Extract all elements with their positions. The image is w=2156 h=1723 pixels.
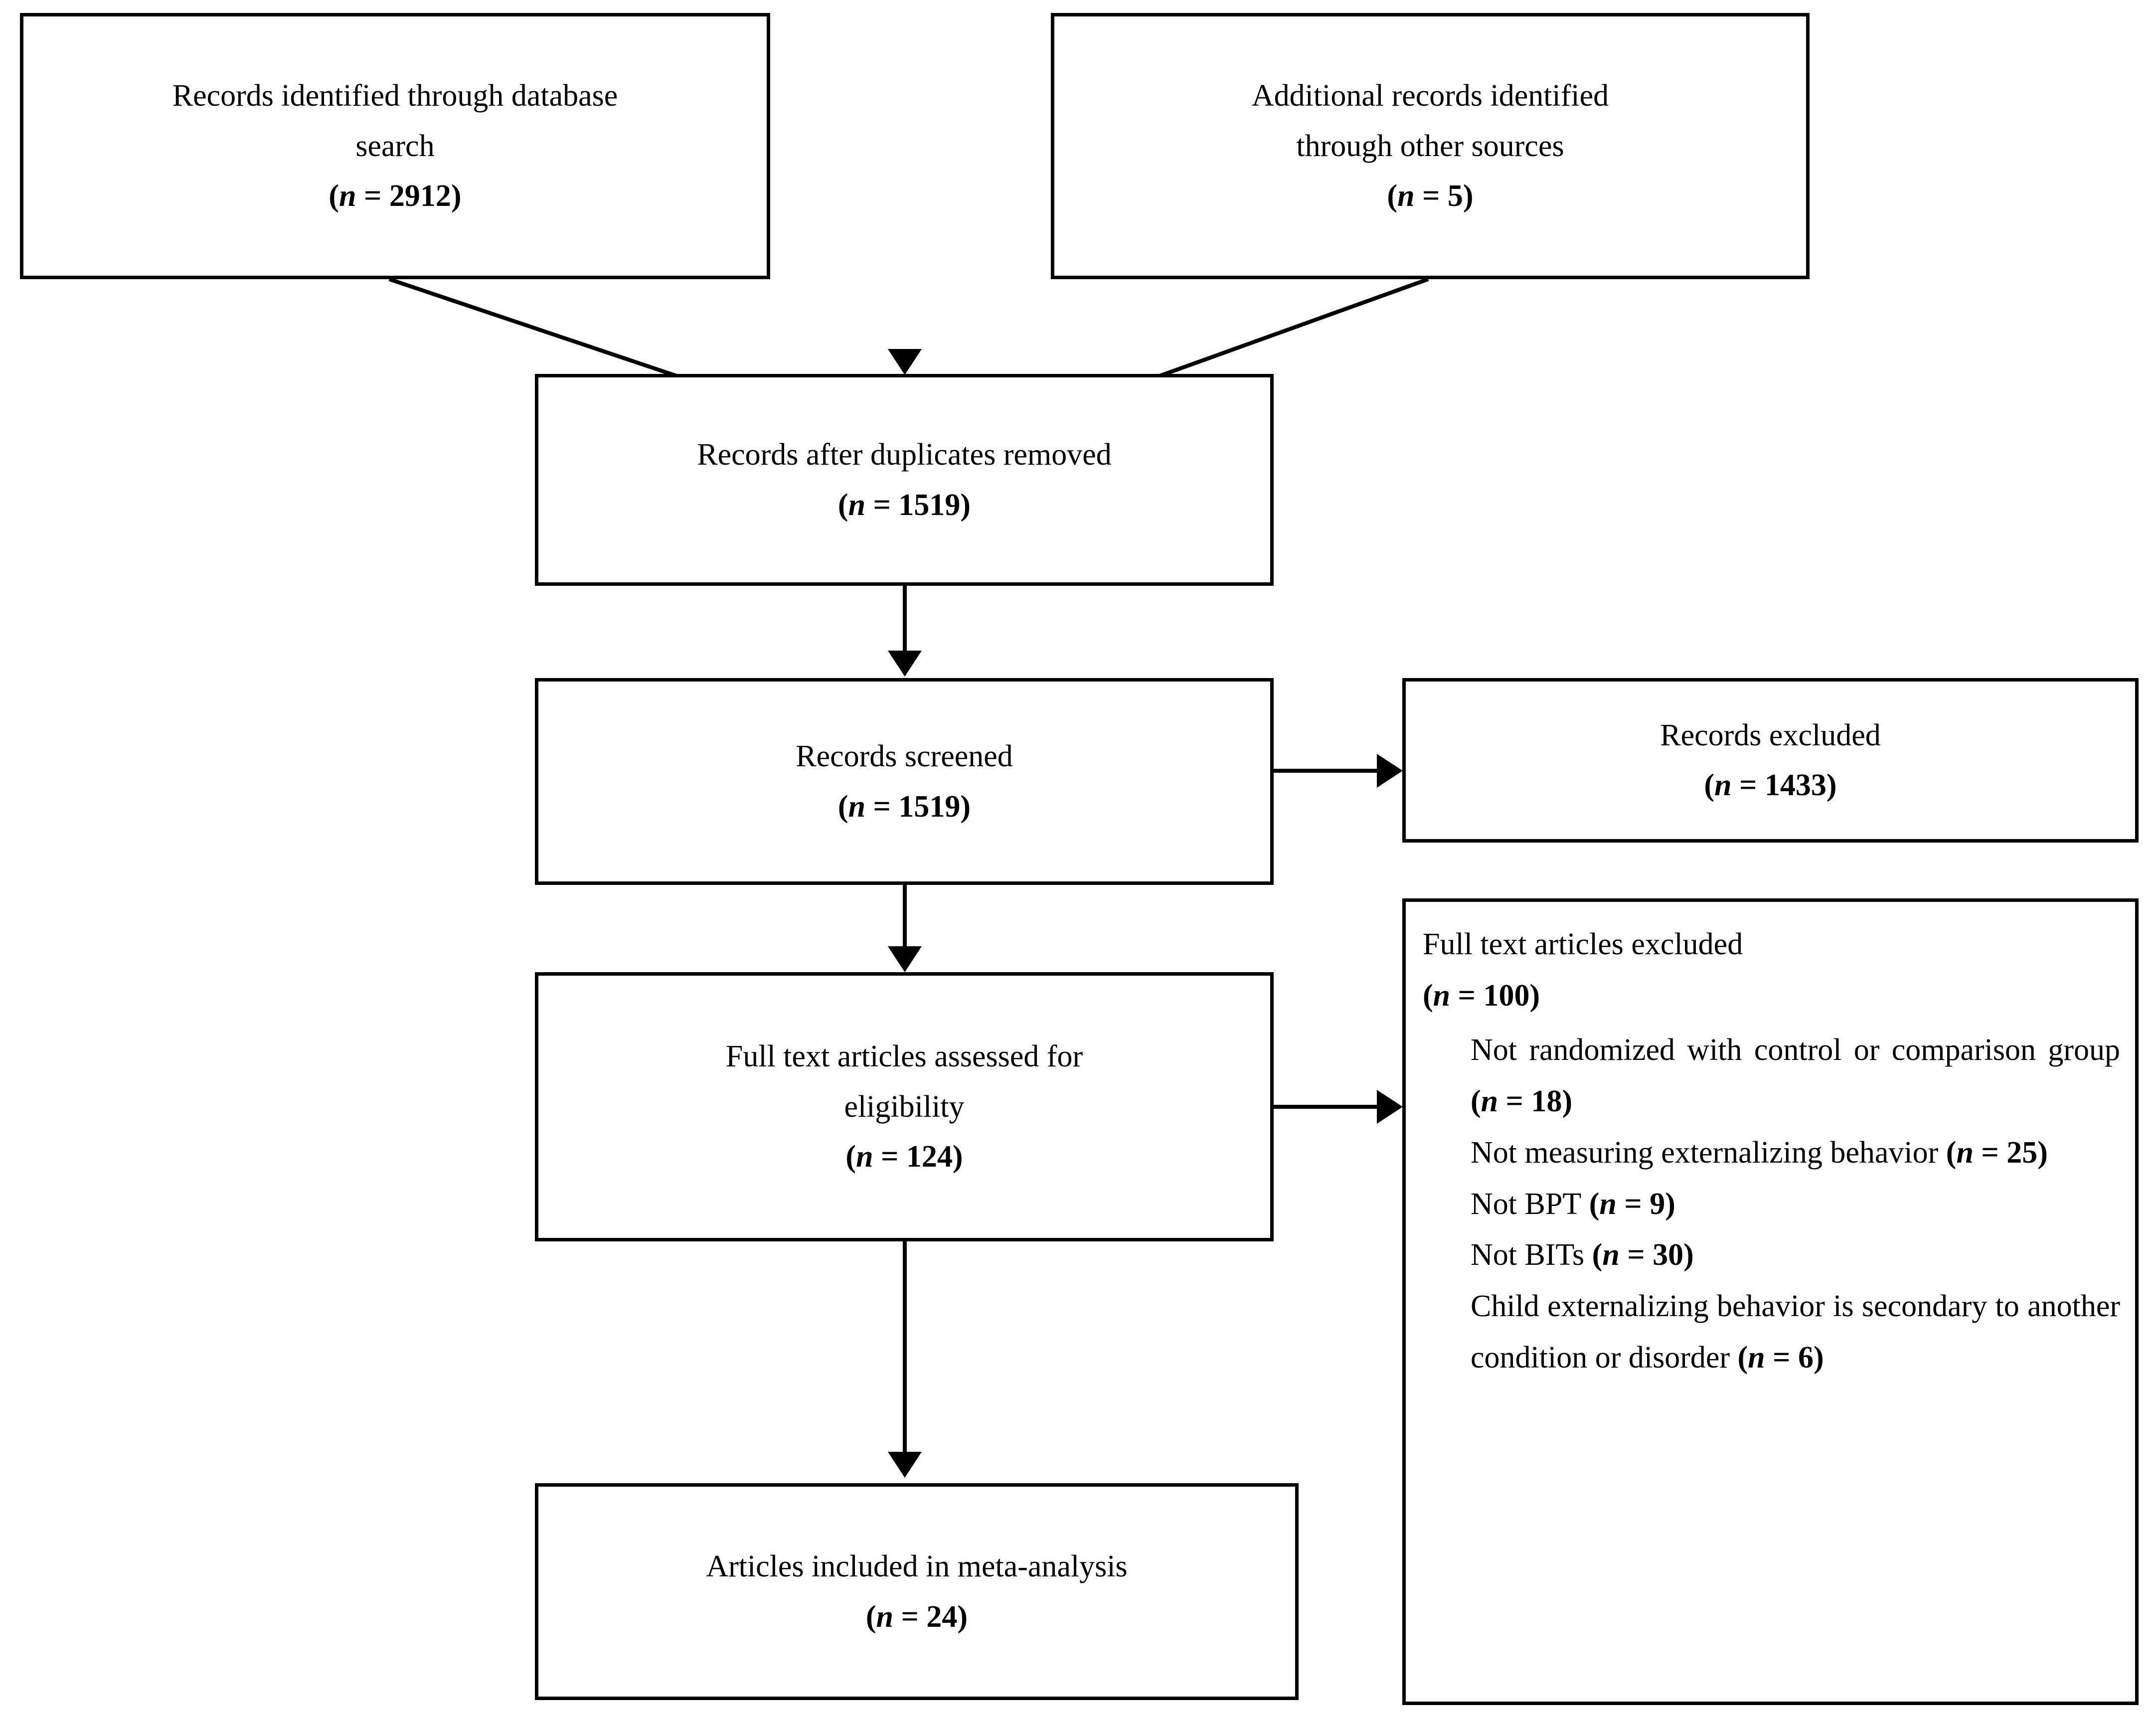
fulltext-assessed-line2: eligibility [844, 1089, 965, 1124]
arrowhead-into-fulltext-assessed [888, 946, 922, 972]
node-fulltext-articles-assessed: Full text articles assessed for eligibil… [535, 972, 1274, 1241]
arrowhead-into-included [888, 1452, 922, 1478]
connector-duplicates-to-screened [903, 586, 907, 653]
database-search-line2: search [355, 129, 435, 163]
list-item: Not BPT (n = 9) [1471, 1187, 1675, 1221]
connector-screened-to-excluded [1274, 769, 1378, 773]
records-screened-count: (n = 1519) [837, 789, 971, 824]
list-item: Child externalizing behavior is secondar… [1471, 1289, 2120, 1375]
node-articles-included-meta-analysis: Articles included in meta-analysis (n = … [535, 1483, 1299, 1700]
fulltext-excluded-count: (n = 100) [1423, 978, 1540, 1013]
arrowhead-into-duplicates [888, 349, 922, 375]
list-item: Not measuring externalizing behavior (n … [1471, 1135, 2048, 1170]
other-sources-line2: through other sources [1296, 129, 1564, 163]
list-item: Not randomized with control or compariso… [1471, 1033, 2120, 1118]
records-screened-line1: Records screened [796, 739, 1013, 774]
duplicates-removed-line1: Records after duplicates removed [697, 438, 1112, 472]
database-search-count: (n = 2912) [329, 179, 462, 213]
connector-fulltext-to-fulltext-excluded [1274, 1105, 1378, 1109]
records-excluded-line1: Records excluded [1660, 718, 1881, 752]
fulltext-excluded-reason-list: Not randomized with control or compariso… [1423, 1025, 2120, 1383]
included-meta-analysis-count: (n = 24) [865, 1599, 968, 1634]
connector-screened-to-fulltext [903, 885, 907, 950]
node-records-screened: Records screened (n = 1519) [535, 678, 1274, 885]
node-records-excluded: Records excluded (n = 1433) [1402, 678, 2139, 843]
fulltext-assessed-line1: Full text articles assessed for [725, 1039, 1083, 1074]
node-records-after-duplicates-removed: Records after duplicates removed (n = 15… [535, 374, 1274, 586]
records-excluded-count: (n = 1433) [1704, 768, 1837, 802]
arrowhead-into-fulltext-excluded [1377, 1090, 1403, 1124]
other-sources-line1: Additional records identified [1251, 79, 1609, 113]
list-item: Not BITs (n = 30) [1471, 1238, 1694, 1272]
node-fulltext-articles-excluded: Full text articles excluded (n = 100) No… [1402, 898, 2139, 1705]
database-search-line1: Records identified through database [172, 79, 618, 113]
fulltext-assessed-count: (n = 124) [845, 1140, 963, 1174]
other-sources-count: (n = 5) [1387, 179, 1474, 213]
node-additional-records-other-sources: Additional records identified through ot… [1051, 13, 1810, 279]
connector-fulltext-to-included [903, 1241, 907, 1453]
arrowhead-into-screened [888, 651, 922, 677]
arrowhead-into-records-excluded [1377, 754, 1403, 788]
included-meta-analysis-line1: Articles included in meta-analysis [706, 1550, 1128, 1584]
duplicates-removed-count: (n = 1519) [837, 488, 971, 522]
fulltext-excluded-heading: Full text articles excluded [1423, 927, 1743, 961]
node-records-identified-database-search: Records identified through database sear… [20, 13, 770, 279]
